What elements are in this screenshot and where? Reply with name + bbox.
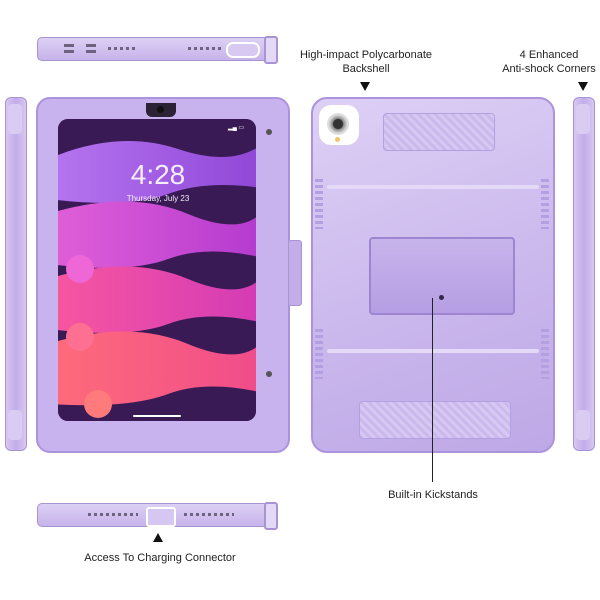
charging-label: Access To Charging Connector: [84, 552, 236, 564]
charging-port-cutout: [146, 507, 176, 527]
button-cutout: [64, 50, 74, 53]
speaker-grille: [108, 47, 136, 50]
top-edge-view: [37, 36, 278, 64]
side-grip: [541, 329, 549, 379]
back-view-case: [311, 97, 555, 453]
home-indicator: [133, 415, 181, 417]
lock-screen-date: Thursday, July 23: [126, 194, 190, 203]
camera-cutout: [319, 105, 359, 145]
corner-bumper: [8, 410, 22, 440]
side-grip: [315, 329, 323, 379]
side-grip: [541, 179, 549, 229]
button-cutout: [86, 44, 96, 47]
top-grip-panel: [383, 113, 495, 151]
corner-bumper: [576, 104, 590, 134]
side-grip: [315, 179, 323, 229]
upper-frame-rib: [327, 185, 539, 189]
corner-bumper: [576, 410, 590, 440]
camera-notch: [146, 103, 176, 117]
bottom-grip-panel: [359, 401, 511, 439]
camera-icon: [327, 113, 349, 135]
power-button-cover: [226, 42, 260, 58]
pencil-holder: [264, 36, 278, 64]
flash-icon: [335, 137, 340, 142]
front-view-case: 4:28 Thursday, July 23 ▂▄ ▭: [36, 97, 290, 453]
status-icons: ▂▄ ▭: [228, 125, 245, 131]
kickstand-pointer-line: [432, 298, 433, 482]
left-side-view: [5, 97, 27, 451]
ipad-screen: 4:28 Thursday, July 23 ▂▄ ▭: [58, 119, 256, 421]
pencil-holder: [264, 502, 278, 530]
lock-screen-time: 4:28: [130, 159, 186, 190]
corner-bumper: [8, 104, 22, 134]
camera-lens: [157, 106, 164, 113]
button-cutout: [64, 44, 74, 47]
corners-label: 4 Enhanced Anti-shock Corners: [502, 49, 596, 75]
backshell-arrow: [360, 82, 370, 91]
sensor-dot: [266, 129, 272, 135]
corners-arrow: [578, 82, 588, 91]
backshell-label: High-impact Polycarbonate Backshell: [299, 49, 433, 75]
lower-frame-rib: [327, 349, 539, 353]
wallpaper: [58, 119, 256, 421]
right-side-view: [573, 97, 595, 451]
kickstand: [369, 237, 515, 315]
kickstand-label: Built-in Kickstands: [388, 489, 478, 501]
bottom-edge-view: [37, 502, 278, 530]
speaker-grille: [188, 47, 224, 50]
sensor-dot: [266, 371, 272, 377]
button-cutout: [86, 50, 96, 53]
kickstand-center-marker: [439, 295, 444, 300]
charging-arrow: [153, 533, 163, 542]
speaker-grille: [88, 513, 138, 516]
pencil-clip: [288, 240, 302, 306]
speaker-grille: [184, 513, 234, 516]
